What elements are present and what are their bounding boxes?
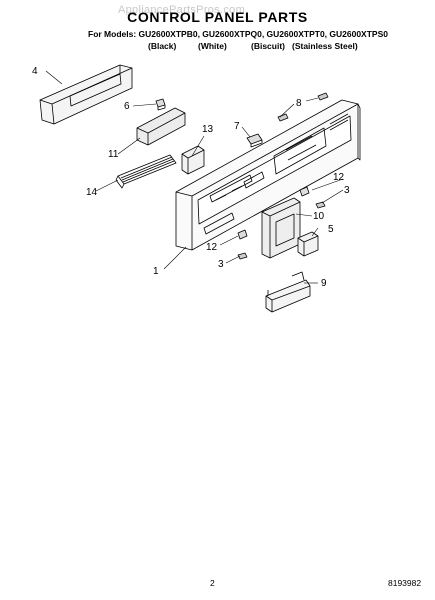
part-7-button bbox=[246, 133, 263, 148]
part-11-control-board bbox=[136, 107, 186, 146]
watermark: AppliancePartsPros.com bbox=[118, 4, 246, 16]
leader-lines bbox=[45, 70, 344, 284]
color-stainless: (Stainless Steel) bbox=[292, 41, 358, 51]
page-title: CONTROL PANEL PARTS bbox=[127, 9, 308, 25]
part-9-lower-bracket bbox=[265, 271, 311, 313]
callout-7: 7 bbox=[234, 121, 240, 132]
color-white: (White) bbox=[198, 41, 227, 51]
document-number: 8193982 bbox=[388, 578, 422, 588]
color-biscuit: (Biscuit) bbox=[251, 41, 285, 51]
callout-3-upper: 3 bbox=[344, 185, 350, 196]
part-13-bracket bbox=[181, 145, 205, 175]
part-6-clip bbox=[155, 98, 166, 111]
callout-4: 4 bbox=[32, 66, 38, 77]
callout-14: 14 bbox=[86, 187, 98, 198]
callout-8: 8 bbox=[296, 98, 302, 109]
part-14-ribbon-cable bbox=[115, 154, 177, 189]
callout-labels: 4 6 13 7 8 11 14 12 3 10 5 12 3 1 9 bbox=[32, 66, 350, 289]
part-4-trim-bracket bbox=[39, 64, 133, 125]
model-list: For Models: GU2600XTPB0, GU2600XTPQ0, GU… bbox=[88, 29, 388, 39]
part-8-screws bbox=[277, 92, 329, 122]
color-black: (Black) bbox=[148, 41, 177, 51]
page-number: 2 bbox=[210, 578, 215, 588]
part-12-clips bbox=[237, 186, 310, 240]
callout-5: 5 bbox=[328, 224, 334, 235]
callout-3-lower: 3 bbox=[218, 259, 224, 270]
callout-12-upper: 12 bbox=[333, 172, 345, 183]
callout-10: 10 bbox=[313, 211, 325, 222]
part-1-control-panel bbox=[175, 99, 361, 251]
callout-9: 9 bbox=[321, 278, 327, 289]
callout-6: 6 bbox=[124, 101, 130, 112]
callout-13: 13 bbox=[202, 124, 214, 135]
part-5-bracket bbox=[297, 231, 319, 257]
part-10-housing bbox=[261, 197, 301, 259]
callout-11: 11 bbox=[108, 149, 119, 160]
part-3-screws bbox=[237, 201, 326, 260]
callout-1: 1 bbox=[153, 266, 159, 277]
callout-12-lower: 12 bbox=[206, 242, 218, 253]
